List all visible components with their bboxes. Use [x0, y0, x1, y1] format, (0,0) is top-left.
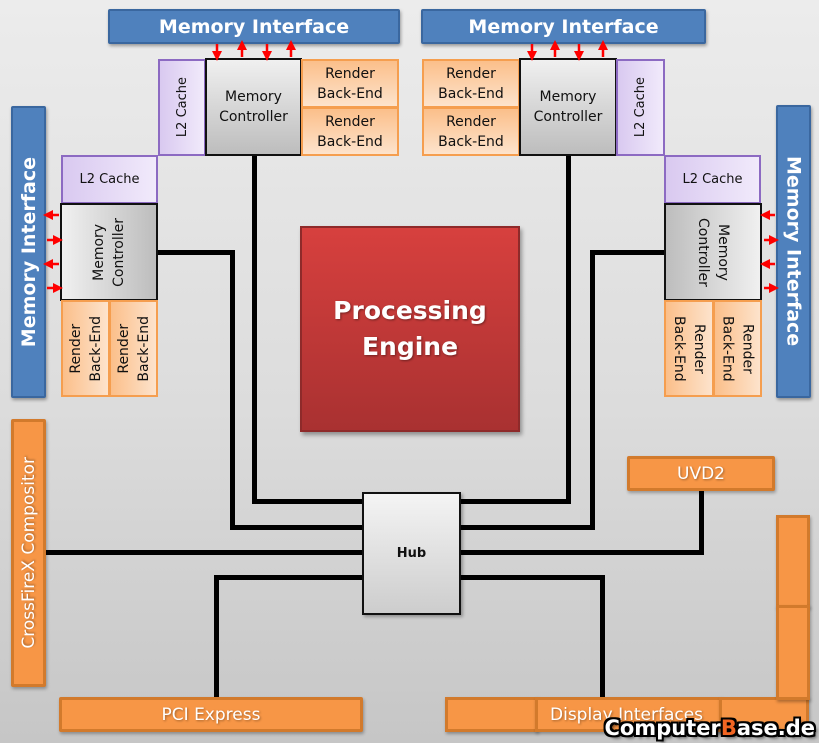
l2-cache-label: L2 Cache — [79, 172, 140, 187]
memory-interface-top-right: Memory Interface — [421, 9, 706, 44]
memory-controller-label-line1: Memory — [715, 223, 731, 281]
computerbase-watermark: ComputerBase.de — [604, 716, 815, 740]
wire-uvd2-hub-h — [459, 550, 704, 555]
wire-right-mc-hub-v — [590, 250, 595, 530]
l2-cache-label: L2 Cache — [682, 172, 743, 187]
memory-interface-right: Memory Interface — [776, 105, 811, 398]
render-backend-label-line2: Back-End — [671, 315, 687, 382]
display-interfaces-segment-1 — [445, 697, 538, 732]
wire-pci-hub-v — [214, 575, 219, 700]
render-backend-label-line2: Back-End — [317, 85, 383, 102]
wire-top-right-mc-hub-h — [459, 499, 571, 504]
render-backend-label-line2: Back-End — [317, 133, 383, 150]
wire-left-mc-hub — [157, 250, 235, 255]
watermark-suffix: ase.de — [736, 716, 815, 740]
memory-interface-top-left: Memory Interface — [108, 9, 400, 44]
render-backend-label-line1: Render — [691, 323, 707, 374]
memory-interface-left: Memory Interface — [11, 106, 46, 398]
pci-express-label: PCI Express — [161, 704, 261, 725]
pci-express: PCI Express — [59, 697, 363, 732]
display-interfaces-segment-3 — [719, 697, 809, 732]
display-interfaces-label: Display Interfaces — [550, 704, 704, 725]
wire-uvd2-hub-v — [699, 490, 704, 555]
processing-engine-label-line1: Processing — [333, 296, 487, 325]
hub: Hub — [362, 492, 461, 615]
wire-top-left-mc-hub — [252, 155, 257, 503]
display-interfaces-segment-5 — [776, 605, 810, 700]
memory-interface-label: Memory Interface — [17, 156, 40, 348]
memory-interface-label: Memory Interface — [158, 15, 350, 38]
l2-cache-right: L2 Cache — [664, 155, 761, 204]
memory-controller-label-line2: Controller — [111, 217, 127, 287]
wire-right-mc-hub-h — [459, 525, 595, 530]
wire-top-left-mc-hub-h — [252, 499, 364, 504]
wire-right-mc-hub — [590, 250, 666, 255]
wire-display-hub-v — [600, 575, 605, 700]
memory-interface-label: Memory Interface — [782, 156, 805, 347]
wire-crossfirex-hub — [44, 550, 364, 555]
render-backend-label-line1: Render — [67, 323, 84, 374]
hub-label: Hub — [396, 546, 427, 561]
render-backend-label-line1: Render — [325, 65, 375, 82]
watermark-highlight: B — [720, 716, 737, 740]
processing-engine-label-line2: Engine — [361, 332, 459, 361]
render-backend-label-line2: Back-End — [135, 315, 152, 382]
l2-cache-label: L2 Cache — [633, 77, 648, 138]
uvd2-label: UVD2 — [677, 463, 725, 484]
render-backend-label-line1: Render — [446, 65, 496, 82]
render-backend-label-line1: Render — [115, 323, 132, 374]
memory-controller-label-line1: Memory — [539, 89, 597, 105]
wire-left-mc-hub-v — [230, 250, 235, 530]
display-interfaces-segment-2: Display Interfaces — [535, 697, 722, 732]
watermark-prefix: Computer — [604, 716, 721, 740]
l2-cache-top-right: L2 Cache — [616, 59, 665, 156]
wire-pci-hub-h — [214, 575, 364, 580]
wire-top-right-mc-hub — [566, 155, 571, 503]
memory-controller-label-line1: Memory — [225, 89, 282, 105]
wire-left-mc-hub-h — [230, 525, 364, 530]
memory-controller-label-line2: Controller — [695, 217, 711, 287]
render-backend-label-line1: Render — [325, 113, 375, 130]
render-backend-label-line2: Back-End — [87, 315, 104, 382]
memory-controller-label-line2: Controller — [219, 109, 288, 125]
render-backend-label-line2: Back-End — [438, 133, 504, 150]
render-backend-label-line1: Render — [739, 323, 756, 374]
l2-cache-label: L2 Cache — [174, 77, 190, 138]
memory-controller-label-line2: Controller — [533, 109, 603, 125]
render-backend-label-line1: Render — [446, 113, 496, 130]
render-backend-label-line2: Back-End — [719, 315, 736, 382]
l2-cache-left: L2 Cache — [61, 155, 158, 204]
crossfirex-compositor-label: CrossFireX Compositor — [18, 457, 39, 649]
memory-interface-label: Memory Interface — [468, 15, 659, 38]
display-interfaces-segment-4 — [776, 515, 810, 608]
wire-display-hub-h — [459, 575, 605, 580]
uvd2: UVD2 — [627, 456, 775, 491]
l2-cache-top-left: L2 Cache — [158, 59, 206, 156]
render-backend-label-line2: Back-End — [438, 85, 504, 102]
crossfirex-compositor: CrossFireX Compositor — [11, 419, 46, 687]
memory-controller-label-line1: Memory — [91, 223, 107, 281]
